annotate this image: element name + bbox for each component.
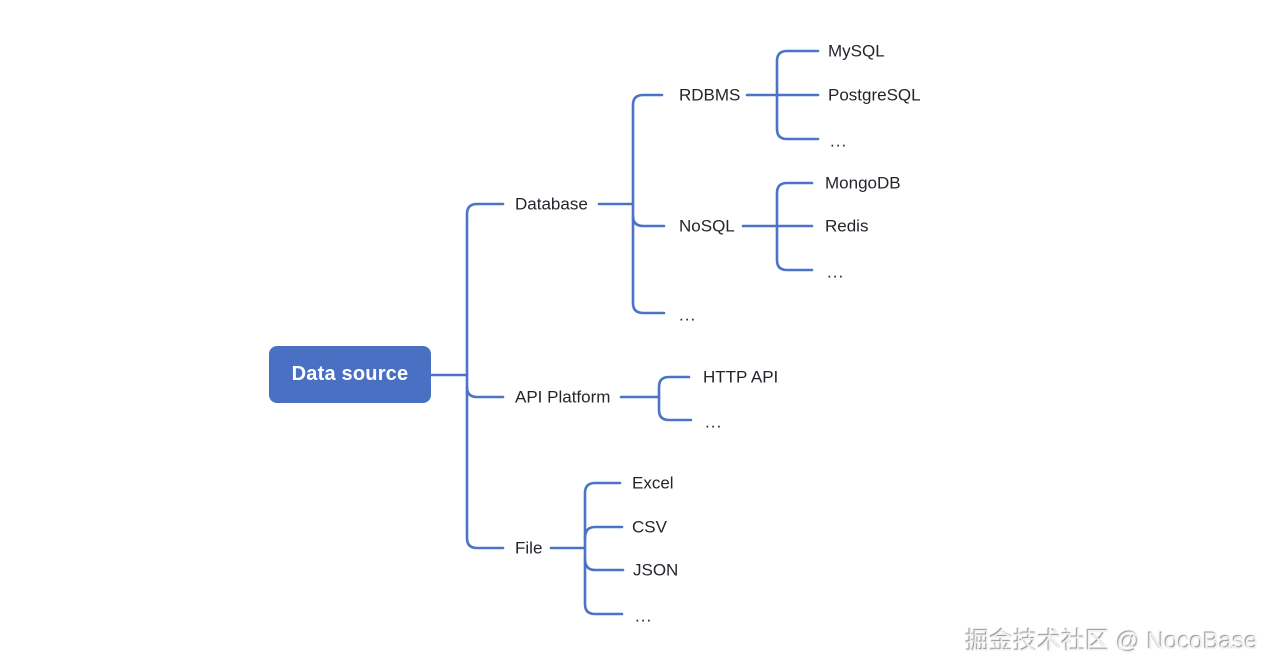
edge-level1-trunk (465, 202, 505, 550)
node-database-more: ... (679, 305, 697, 325)
edge-api-trunk (657, 375, 693, 422)
edge-nosql-branch (631, 214, 666, 228)
node-postgresql: PostgreSQL (828, 85, 921, 105)
edge-database-trunk (631, 93, 666, 315)
node-csv: CSV (632, 517, 667, 537)
node-excel: Excel (632, 473, 674, 493)
watermark-text: 掘金技术社区 @ NocoBase (965, 628, 1258, 655)
node-file-more: ... (635, 606, 653, 626)
node-nosql: NoSQL (679, 216, 735, 236)
node-redis: Redis (825, 216, 869, 236)
node-json: JSON (633, 560, 679, 580)
node-rdbms: RDBMS (679, 85, 741, 105)
node-database: Database (515, 194, 588, 214)
node-mysql: MySQL (828, 41, 885, 61)
edge-api-branch (465, 385, 505, 399)
edge-csv-branch (583, 525, 624, 540)
edge-json-branch (583, 557, 625, 572)
node-api-platform: API Platform (515, 387, 611, 407)
edge-file-trunk (583, 481, 624, 616)
node-http-api: HTTP API (703, 367, 779, 387)
node-mongodb: MongoDB (825, 173, 901, 193)
node-data-source: Data source (269, 346, 431, 403)
node-api-more: ... (705, 412, 723, 432)
node-file: File (515, 538, 543, 558)
node-rdbms-more: ... (830, 131, 848, 151)
node-nosql-more: ... (827, 262, 845, 282)
